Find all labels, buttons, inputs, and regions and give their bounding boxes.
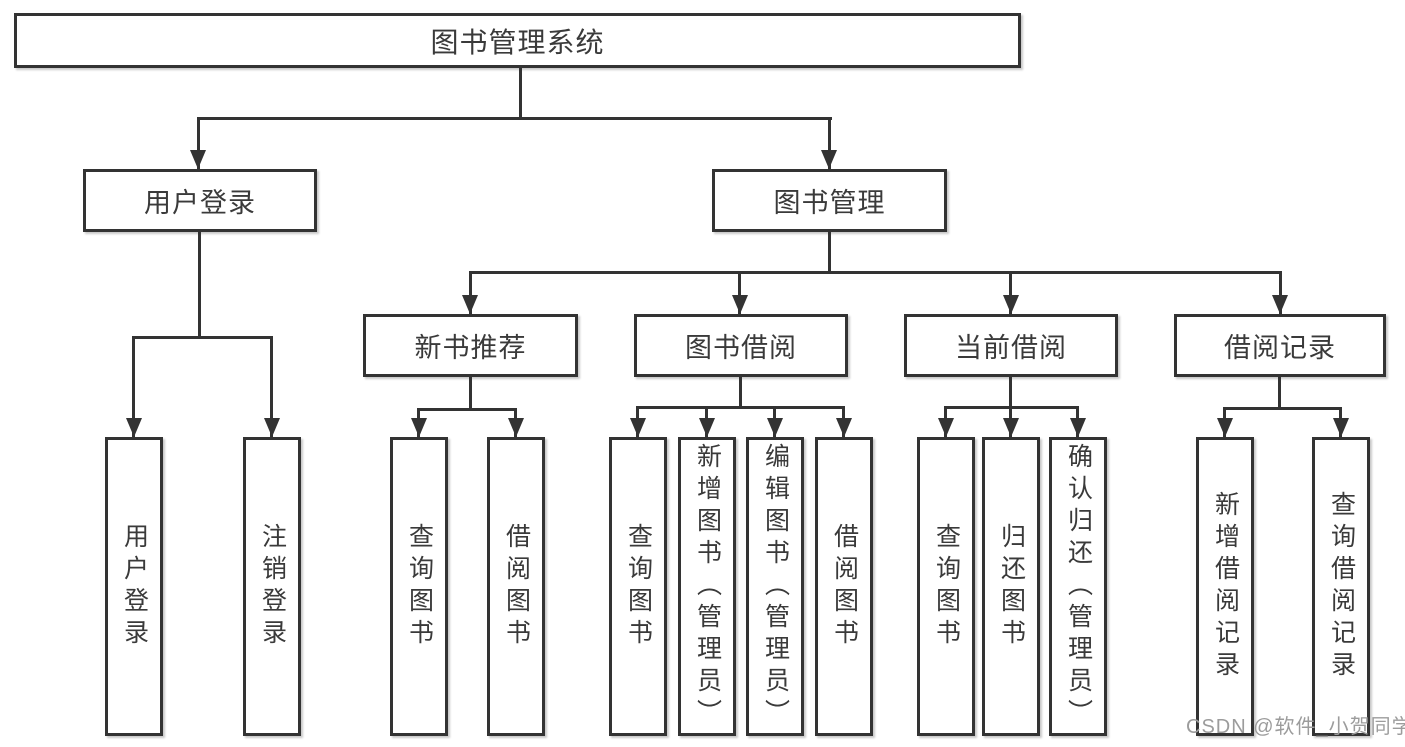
- leaf-nbr-borrow-books: 借阅图书: [487, 437, 545, 736]
- watermark: CSDN @软件_小贺同学: [1186, 716, 1405, 738]
- connector-line: [636, 406, 845, 409]
- connector-arrowhead-icon: [699, 418, 715, 437]
- leaf-br-add-record: 新增借阅记录: [1196, 437, 1254, 736]
- connector-line: [828, 232, 831, 271]
- leaf-cb-return-books: 归还图书: [982, 437, 1040, 736]
- connector-line: [1223, 407, 1342, 410]
- node-user-login: 用户登录: [83, 169, 317, 232]
- connector-line: [469, 377, 472, 408]
- connector-line: [198, 232, 201, 336]
- connector-line: [197, 117, 200, 169]
- connector-line: [1278, 377, 1281, 407]
- connector-arrowhead-icon: [938, 418, 954, 437]
- connector-arrowhead-icon: [1217, 418, 1233, 437]
- connector-arrowhead-icon: [1272, 295, 1288, 314]
- connector-arrowhead-icon: [462, 295, 478, 314]
- connector-line: [1009, 377, 1012, 406]
- node-borrowing-records: 借阅记录: [1174, 314, 1386, 377]
- connector-arrowhead-icon: [1070, 418, 1086, 437]
- connector-line: [469, 271, 1281, 274]
- connector-line: [519, 68, 522, 117]
- leaf-logout: 注销登录: [243, 437, 301, 736]
- connector-arrowhead-icon: [508, 418, 524, 437]
- node-library-management-system: 图书管理系统: [14, 13, 1021, 68]
- leaf-cb-confirm-return-admin: 确认归还（管理员）: [1049, 437, 1107, 736]
- leaf-nbr-query-books: 查询图书: [390, 437, 448, 736]
- node-book-management: 图书管理: [712, 169, 947, 232]
- connector-line: [132, 336, 135, 437]
- connector-arrowhead-icon: [1333, 418, 1349, 437]
- leaf-bb-add-books-admin: 新增图书（管理员）: [678, 437, 736, 736]
- connector-line: [828, 117, 831, 169]
- node-current-borrowing: 当前借阅: [904, 314, 1118, 377]
- connector-line: [270, 336, 273, 437]
- leaf-bb-borrow-books: 借阅图书: [815, 437, 873, 736]
- connector-line: [738, 271, 741, 314]
- connector-line: [133, 336, 273, 339]
- connector-arrowhead-icon: [411, 418, 427, 437]
- connector-arrowhead-icon: [821, 150, 837, 169]
- leaf-user-login: 用户登录: [105, 437, 163, 736]
- connector-arrowhead-icon: [732, 295, 748, 314]
- connector-line: [469, 271, 472, 314]
- connector-arrowhead-icon: [836, 418, 852, 437]
- connector-arrowhead-icon: [767, 418, 783, 437]
- connector-line: [1279, 271, 1282, 314]
- leaf-cb-query-books: 查询图书: [917, 437, 975, 736]
- node-new-book-recommendation: 新书推荐: [363, 314, 578, 377]
- connector-arrowhead-icon: [630, 418, 646, 437]
- connector-arrowhead-icon: [264, 418, 280, 437]
- leaf-bb-query-books: 查询图书: [609, 437, 667, 736]
- connector-line: [417, 408, 517, 411]
- connector-line: [739, 377, 742, 406]
- connector-arrowhead-icon: [1003, 418, 1019, 437]
- connector-arrowhead-icon: [126, 418, 142, 437]
- connector-arrowhead-icon: [190, 150, 206, 169]
- connector-arrowhead-icon: [1003, 295, 1019, 314]
- node-book-borrowing: 图书借阅: [634, 314, 848, 377]
- connector-line: [197, 117, 832, 120]
- connector-line: [1009, 271, 1012, 314]
- leaf-bb-edit-books-admin: 编辑图书（管理员）: [746, 437, 804, 736]
- leaf-br-query-record: 查询借阅记录: [1312, 437, 1370, 736]
